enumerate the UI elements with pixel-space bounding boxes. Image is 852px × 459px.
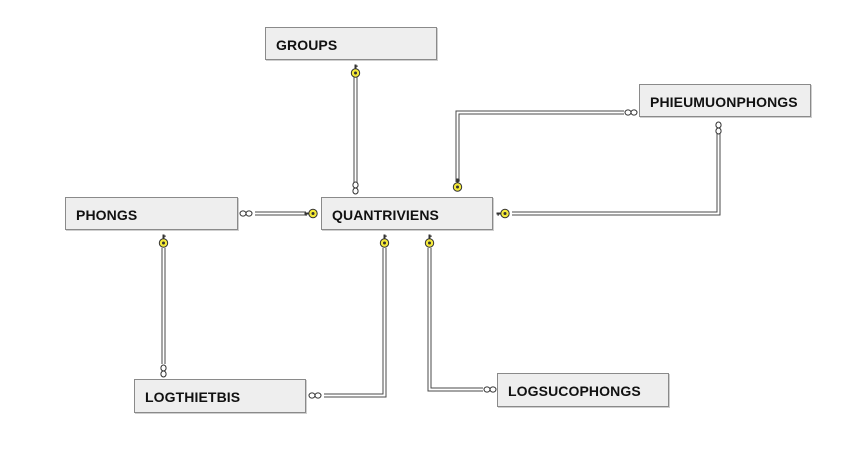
key-icon (496, 208, 510, 219)
table-title: PHIEUMUONPHONGS (650, 94, 798, 110)
key-icon (304, 208, 318, 219)
rel-phongs-quantriviens[interactable] (255, 211, 306, 216)
table-logthietbis[interactable]: LOGTHIETBIS (134, 379, 306, 413)
many-icon (239, 210, 253, 217)
rel-phongs-logthietbis[interactable] (161, 248, 166, 364)
table-title: LOGTHIETBIS (145, 389, 241, 405)
key-icon (379, 234, 390, 248)
many-icon (160, 364, 167, 378)
rel-quantriviens-logsucophongs[interactable] (427, 248, 483, 392)
table-title: LOGSUCOPHONGS (508, 383, 641, 399)
key-icon (452, 178, 463, 192)
many-icon (483, 386, 497, 393)
many-icon (352, 181, 359, 195)
rel-quantriviens-logthietbis[interactable] (324, 248, 387, 398)
table-title: QUANTRIVIENS (332, 207, 439, 223)
rel-groups-quantriviens[interactable] (353, 77, 358, 184)
table-groups[interactable]: GROUPS (265, 27, 437, 60)
rel-phieumuonphongs-quantriviens[interactable] (512, 134, 721, 216)
key-icon (158, 234, 169, 248)
table-title: GROUPS (276, 37, 338, 53)
rel-quantriviens-phieumuonphongs[interactable] (455, 110, 624, 182)
many-icon (624, 109, 638, 116)
table-logsucophongs[interactable]: LOGSUCOPHONGS (497, 373, 669, 407)
key-icon (350, 64, 361, 78)
table-title: PHONGS (76, 207, 138, 223)
table-quantriviens[interactable]: QUANTRIVIENS (321, 197, 493, 230)
many-icon (308, 392, 322, 399)
table-phieumuonphongs[interactable]: PHIEUMUONPHONGS (639, 84, 811, 117)
many-icon (715, 121, 722, 135)
table-phongs[interactable]: PHONGS (65, 197, 238, 230)
key-icon (424, 234, 435, 248)
